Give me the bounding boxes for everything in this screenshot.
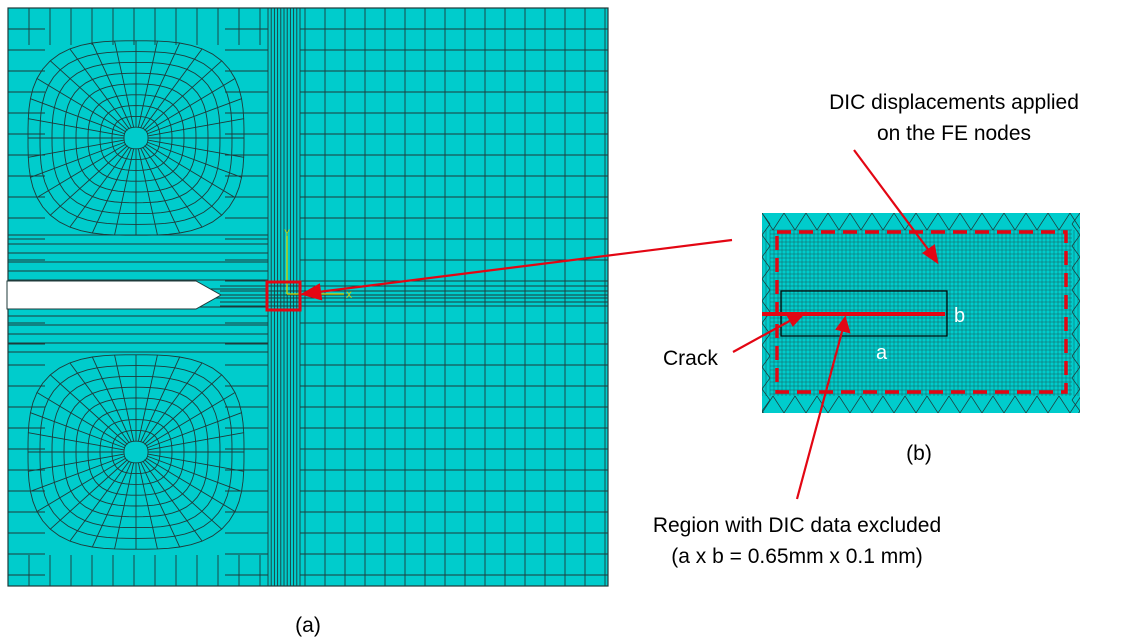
axis-y-label: Y xyxy=(284,228,290,238)
dic-annotation-line2: on the FE nodes xyxy=(877,122,1031,145)
region-annotation-line1: Region with DIC data excluded xyxy=(653,514,941,537)
axis-x-label: X xyxy=(346,290,352,300)
label-b: b xyxy=(954,305,965,327)
fe-mesh-panel: Y X xyxy=(6,7,609,587)
zoom-panel: b a xyxy=(762,213,1080,413)
label-a: a xyxy=(876,342,888,364)
notch xyxy=(6,280,223,310)
zoom-box xyxy=(265,280,302,312)
annotation-arrows xyxy=(300,149,939,500)
crack-annotation: Crack xyxy=(663,347,718,370)
caption-a: (a) xyxy=(295,614,321,637)
caption-b: (b) xyxy=(906,442,932,465)
dic-annotation-line1: DIC displacements applied xyxy=(829,91,1079,114)
region-annotation-line2: (a x b = 0.65mm x 0.1 mm) xyxy=(671,545,923,568)
